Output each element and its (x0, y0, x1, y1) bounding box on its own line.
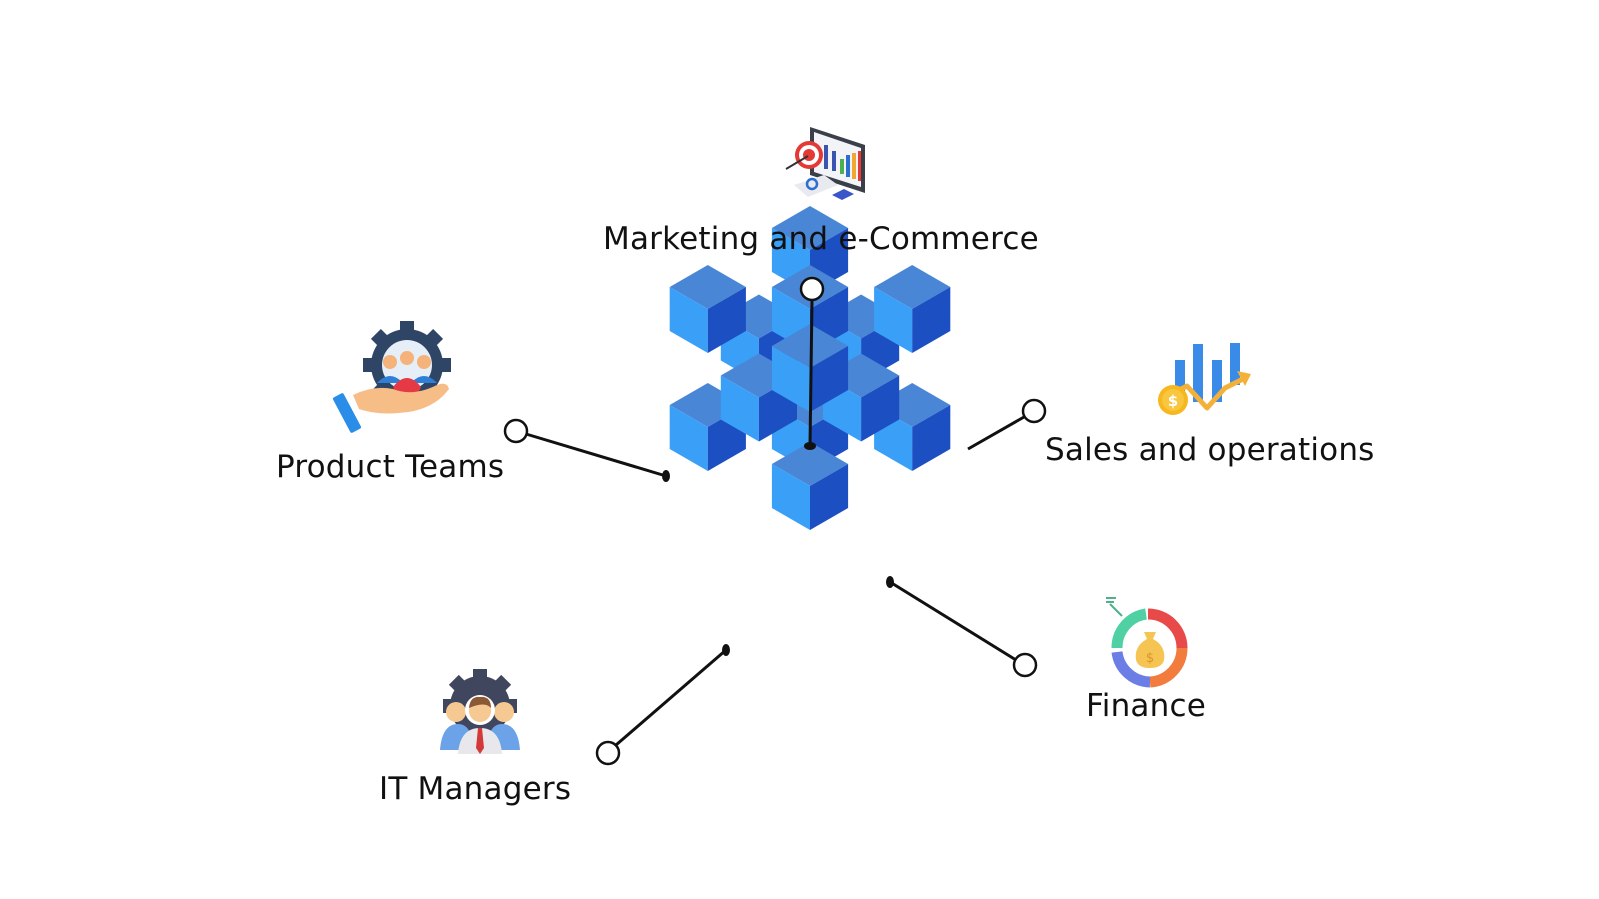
cube-block (771, 324, 849, 412)
cube-left-face (771, 464, 810, 530)
svg-text:$: $ (1146, 651, 1154, 666)
finance-moneybag-icon: $ (1106, 597, 1188, 688)
connector-product (503, 418, 670, 482)
cube-left-face (874, 287, 913, 353)
connector-finance (886, 576, 1038, 678)
connector-node-it[interactable] (595, 740, 621, 766)
cube-left-face (720, 375, 759, 442)
cube-right-face (912, 287, 951, 353)
sales-growth-icon: $ (1158, 343, 1251, 415)
cube-left-face (669, 405, 708, 471)
connector-marketing (799, 276, 825, 450)
cube-right-face (810, 464, 849, 530)
product-team-icon (333, 321, 451, 433)
cube-left-face (771, 346, 810, 412)
label-finance: Finance (1086, 688, 1206, 724)
label-sales-operations: Sales and operations (1045, 432, 1375, 468)
label-product-teams: Product Teams (276, 449, 505, 485)
connector-node-sales[interactable] (1021, 398, 1047, 424)
connector-node-finance[interactable] (1012, 652, 1038, 678)
marketing-analytics-icon (785, 127, 865, 200)
connector-node-product[interactable] (503, 418, 529, 444)
data-cube (669, 206, 951, 530)
cube-block (874, 265, 951, 353)
cube-left-face (669, 287, 708, 353)
cube-block (669, 265, 746, 353)
svg-text:$: $ (1168, 392, 1178, 410)
cube-right-face (861, 375, 900, 442)
cube-block (771, 206, 849, 294)
connector-it (595, 644, 730, 766)
connector-sales (967, 398, 1047, 451)
label-it-managers: IT Managers (379, 771, 572, 807)
cube-block (771, 442, 849, 530)
label-marketing: Marketing and e-Commerce (603, 221, 1039, 257)
cube-right-face (912, 405, 951, 471)
connector-node-marketing[interactable] (799, 276, 825, 302)
cube-right-face (707, 287, 746, 353)
it-managers-icon (440, 669, 520, 754)
cube-right-face (810, 346, 849, 412)
